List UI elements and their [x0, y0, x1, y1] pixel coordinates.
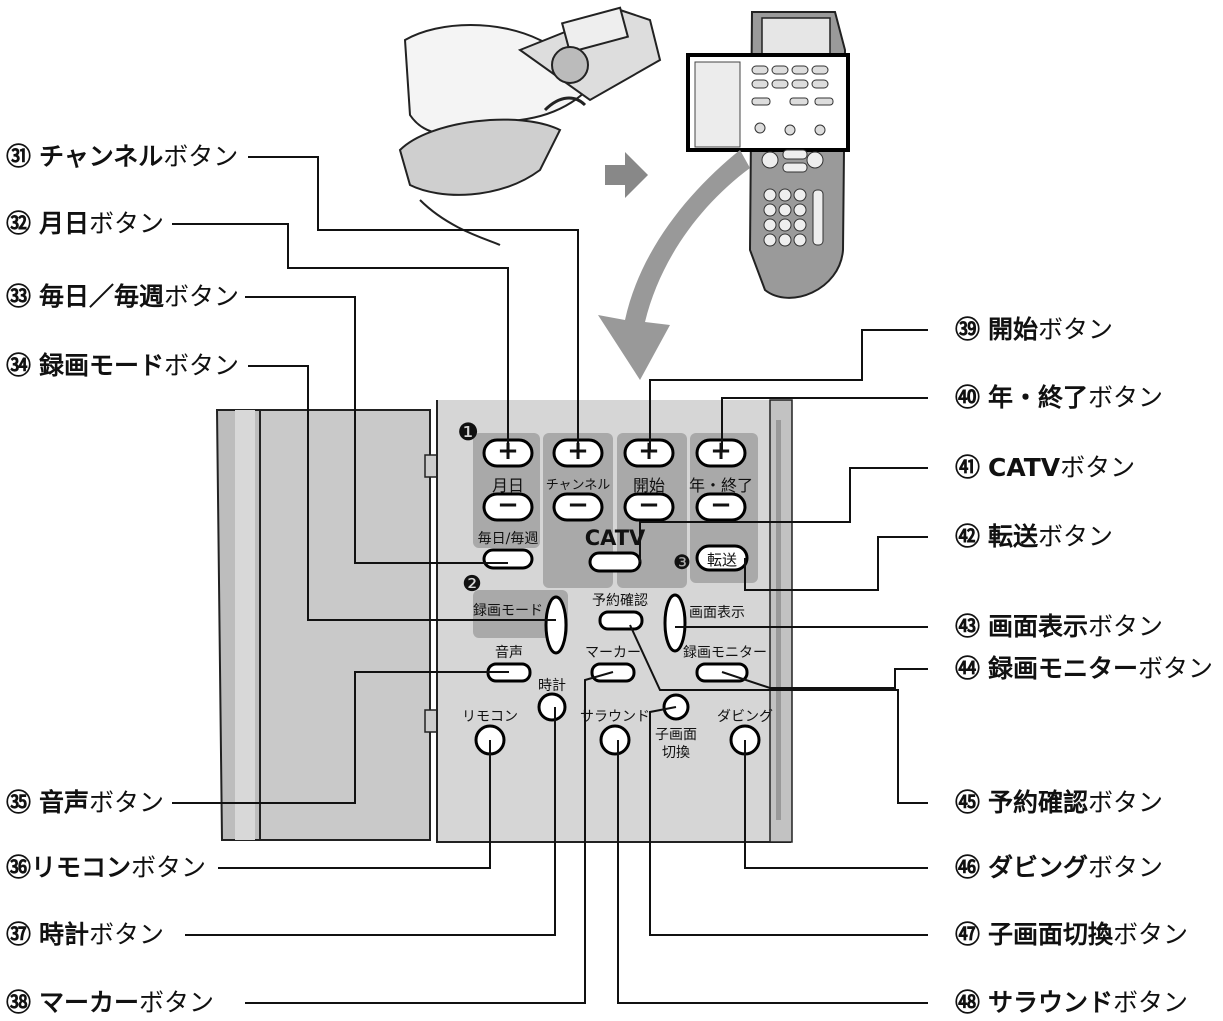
callout-rokuga-monitor-button: ㊹ 録画モニターボタン	[955, 654, 1213, 683]
callout-kogamen-button: ㊼ 子画面切換ボタン	[955, 920, 1188, 949]
minus-glyph: −	[638, 490, 660, 520]
callout-yoyaku-button: ㊺ 予約確認ボタン	[955, 788, 1163, 817]
leader-lines	[172, 156, 928, 1004]
label-kogamen-2: 切換	[662, 745, 690, 761]
label-onsei: 音声	[495, 645, 523, 661]
label-yoyaku: 予約確認	[592, 593, 648, 609]
callout-catv-button: ㊶ CATVボタン	[955, 453, 1136, 482]
minus-glyph: −	[567, 490, 589, 520]
callout-tenso-button: ㊷ 転送ボタン	[955, 522, 1113, 551]
callout-remocon-button: ㊱リモコンボタン	[6, 853, 207, 882]
label-nen-shuryo: 年・終了	[688, 476, 754, 495]
callout-channel-button: ㉛ チャンネルボタン	[6, 142, 239, 171]
callout-dubbing-button: ㊻ ダビングボタン	[955, 853, 1163, 882]
minus-glyph: −	[710, 490, 732, 520]
label-catv: CATV	[584, 526, 646, 550]
callout-gamen-button: ㊸ 画面表示ボタン	[955, 612, 1163, 641]
callout-kaishi-button: ㊴ 開始ボタン	[955, 315, 1113, 344]
minus-glyph: −	[497, 490, 519, 520]
callout-marker-button: ㊳ マーカーボタン	[6, 988, 214, 1017]
callout-onsei-button: ㉟ 音声ボタン	[6, 788, 164, 817]
plus-glyph: +	[710, 436, 732, 466]
callout-rokuga-mode-button: ㉞ 録画モードボタン	[6, 351, 239, 380]
label-tokei: 時計	[538, 678, 566, 694]
label-rokuga-monitor: 録画モニター	[683, 645, 767, 661]
step-3-marker: ❸	[673, 550, 691, 574]
label-remocon: リモコン	[462, 709, 518, 725]
label-marker: マーカー	[585, 645, 641, 661]
plus-glyph: +	[497, 436, 519, 466]
callout-maiyu-button: ㉝ 毎日／毎週ボタン	[6, 282, 239, 311]
remote-cover-flap	[215, 409, 466, 841]
label-tenso: 転送	[706, 551, 738, 569]
callout-nen-shuryo-button: ㊵ 年・終了ボタン	[955, 383, 1163, 412]
plus-glyph: +	[638, 436, 660, 466]
right-arrow-icon	[605, 152, 648, 198]
label-kogamen-1: 子画面	[655, 727, 697, 743]
step-1-marker: ❶	[457, 418, 479, 446]
label-gamen: 画面表示	[689, 605, 745, 621]
callout-surround-button: ㊽ サラウンドボタン	[955, 988, 1188, 1017]
plus-glyph: +	[567, 436, 589, 466]
remote-overview-illustration	[686, 11, 850, 299]
label-maiyu: 毎日/毎週	[477, 531, 539, 547]
step-2-marker: ❷	[462, 572, 482, 597]
label-channel: チャンネル	[545, 478, 611, 493]
label-kaishi: 開始	[632, 476, 666, 495]
callout-tokei-button: ㊲ 時計ボタン	[6, 920, 164, 949]
label-rokuga-mode: 録画モード	[473, 603, 543, 619]
label-dubbing: ダビング	[717, 709, 773, 725]
curved-down-arrow-icon	[598, 150, 750, 380]
hand-illustration	[398, 6, 662, 246]
callout-gappi-button: ㉜ 月日ボタン	[6, 209, 164, 238]
label-surround: サラウンド	[580, 709, 650, 725]
label-gappi: 月日	[491, 476, 525, 495]
